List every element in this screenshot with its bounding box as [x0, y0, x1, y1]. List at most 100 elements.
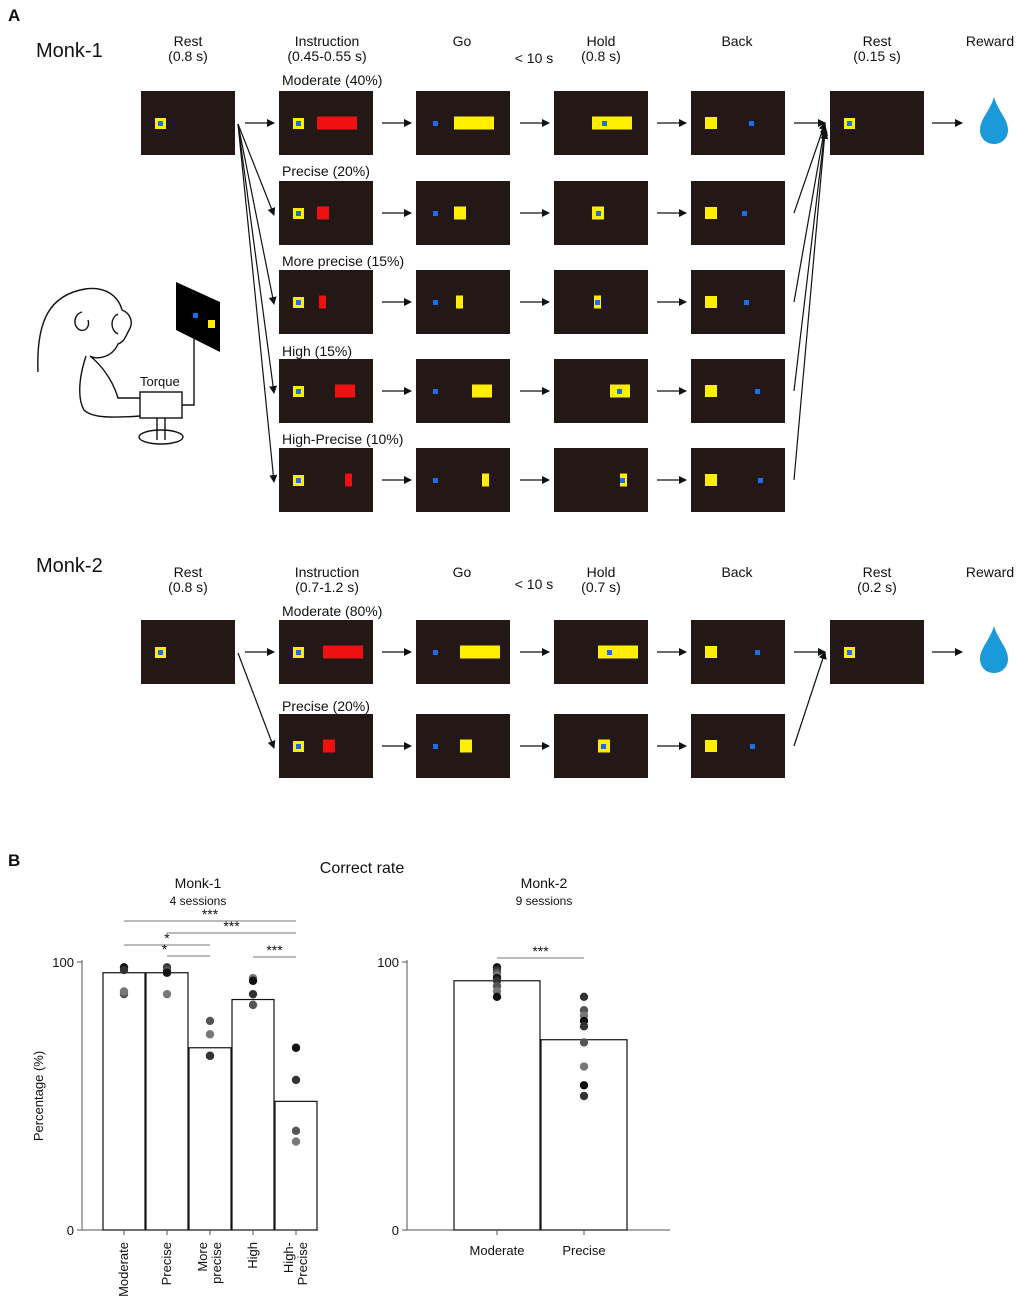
session-point	[162, 989, 172, 999]
phase-instruction-label: Instruction	[295, 33, 360, 49]
session-point	[579, 992, 589, 1002]
monk1-sessions: 4 sessions	[170, 894, 227, 908]
panel-b-title: Correct rate	[320, 860, 405, 877]
task-screen	[554, 181, 648, 245]
flow-arrow	[793, 128, 829, 392]
bar	[188, 1047, 232, 1231]
task-screen	[416, 448, 510, 512]
cursor	[433, 389, 438, 394]
cursor	[607, 650, 612, 655]
torque-base	[138, 429, 184, 445]
flow-arrow	[793, 651, 827, 747]
phase-hold-time: (0.7 s)	[581, 579, 621, 595]
target	[705, 207, 717, 219]
phase-instruction-time: (0.45-0.55 s)	[287, 48, 366, 64]
target	[705, 117, 717, 129]
category-label: precise	[209, 1242, 224, 1284]
target	[598, 645, 638, 659]
condition-label: High-Precise (10%)	[282, 431, 403, 447]
phase-instruction-label: Instruction	[295, 564, 360, 580]
monkey-ear	[74, 311, 90, 332]
cursor	[433, 650, 438, 655]
session-point	[291, 1075, 301, 1085]
task-screen	[554, 620, 648, 684]
cursor	[602, 121, 607, 126]
cursor	[433, 478, 438, 483]
target	[456, 295, 463, 309]
bar	[453, 980, 541, 1231]
flow-arrow	[237, 123, 277, 305]
connection-line	[182, 327, 198, 406]
task-screen	[830, 620, 924, 684]
task-screen	[416, 181, 510, 245]
phase-hold-time: (0.8 s)	[581, 48, 621, 64]
task-screen	[416, 359, 510, 423]
phase-rest2-time: (0.2 s)	[857, 579, 897, 595]
y-tick-label: 100	[377, 955, 399, 970]
task-screen	[279, 620, 373, 684]
condition-label: Precise (20%)	[282, 698, 370, 714]
phase-back-label: Back	[721, 33, 753, 49]
category-label: Moderate	[470, 1243, 525, 1258]
session-point	[205, 1016, 215, 1026]
instruction-target	[345, 473, 352, 487]
cursor	[620, 478, 625, 483]
session-point	[492, 992, 502, 1002]
session-point	[579, 1091, 589, 1101]
target	[705, 296, 717, 308]
session-point	[119, 987, 129, 996]
bar	[231, 998, 275, 1231]
category-label: Precise	[295, 1242, 310, 1285]
session-point	[119, 965, 129, 975]
phase-rest-time: (0.8 s)	[168, 48, 208, 64]
target	[482, 473, 489, 487]
cursor	[433, 744, 438, 749]
monkey-face	[111, 313, 119, 335]
session-point	[248, 989, 258, 999]
flow-arrow	[793, 122, 827, 214]
flow-arrow	[237, 123, 278, 394]
screen-background	[554, 359, 648, 423]
target	[460, 739, 472, 753]
cursor	[847, 121, 852, 126]
cursor	[433, 211, 438, 216]
instruction-target	[317, 206, 329, 220]
target	[705, 385, 717, 397]
condition-label: Moderate (80%)	[282, 603, 382, 619]
target	[705, 740, 717, 752]
cursor	[744, 300, 749, 305]
go-time-limit: < 10 s	[515, 50, 554, 66]
category-label: Moderate	[116, 1242, 131, 1297]
session-point	[205, 1051, 215, 1061]
cursor	[847, 650, 852, 655]
cursor	[758, 478, 763, 483]
cursor	[617, 389, 622, 394]
cursor	[296, 121, 301, 126]
cursor	[296, 300, 301, 305]
session-point	[579, 1081, 589, 1090]
phase-reward-label: Reward	[966, 564, 1014, 580]
task-screen	[416, 270, 510, 334]
significance-label: *	[162, 941, 168, 957]
flow-arrow	[237, 652, 276, 749]
cursor	[296, 389, 301, 394]
phase-rest2-time: (0.15 s)	[853, 48, 900, 64]
panel-a-label: A	[8, 6, 20, 25]
category-label: More	[195, 1242, 210, 1272]
cursor	[755, 389, 760, 394]
category-label: Precise	[562, 1243, 605, 1258]
reward-drop-icon	[980, 97, 1008, 144]
instruction-target	[317, 116, 357, 130]
monk1-header: Monk-1 Rest (0.8 s) Instruction (0.45-0.…	[36, 33, 1014, 66]
target	[460, 645, 500, 659]
panel-b-label: B	[8, 851, 20, 870]
significance-label: ***	[223, 918, 240, 934]
cursor	[755, 650, 760, 655]
task-screen	[279, 714, 373, 778]
phase-go-label: Go	[453, 33, 472, 49]
monk2-chart-title: Monk-2	[521, 875, 568, 891]
phase-reward-label: Reward	[966, 33, 1014, 49]
